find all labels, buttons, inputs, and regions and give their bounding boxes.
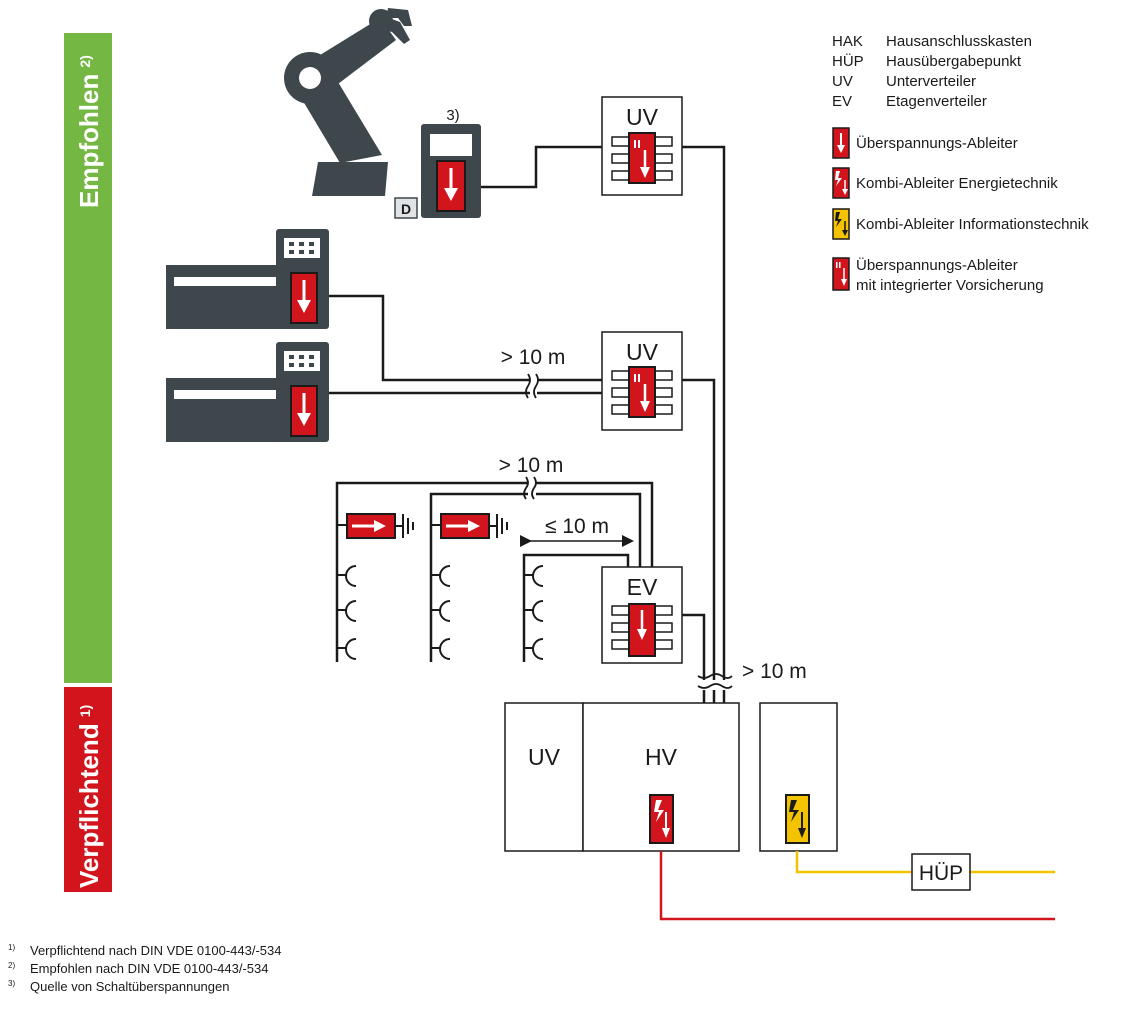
huep-label: HÜP: [919, 862, 963, 885]
distance-label-4: > 10 m: [742, 660, 807, 683]
legend-abbr: EV: [832, 93, 852, 110]
footnote-3: 3)Quelle von Schaltüberspannungen: [8, 979, 230, 994]
combined-arrester-it-icon: [832, 208, 850, 240]
ev-label: EV: [627, 574, 658, 600]
mandatory-label: Verpflichtend1): [74, 705, 104, 888]
break-marks: [523, 373, 733, 689]
combined-arrester-it: [785, 794, 810, 844]
combined-arrester-energy-icon: [832, 167, 850, 199]
huep-box: [911, 853, 971, 891]
distance-label-3: ≤ 10 m: [545, 515, 609, 538]
uv-mid-label: UV: [626, 339, 659, 365]
mandatory-bar: [64, 687, 112, 892]
legend-abbr-text: Etagenverteiler: [886, 93, 987, 110]
switching-source-device: [421, 124, 481, 218]
recommended-label: Empfohlen2): [74, 55, 104, 208]
legend-symbol-text: Überspannungs-Ableiter: [856, 256, 1018, 274]
robot-icon: [284, 8, 412, 196]
power-line: [659, 851, 1055, 921]
uv-bottom-label: UV: [528, 744, 561, 770]
wiring: [329, 145, 726, 703]
it-line-1: [795, 851, 912, 874]
legend-symbol-text: Kombi-Ableiter Energietechnik: [856, 175, 1058, 192]
uv-top-box: [601, 96, 683, 196]
footnote-1: 1)Verpflichtend nach DIN VDE 0100-443/-5…: [8, 943, 282, 958]
uv-top-label: UV: [626, 104, 659, 130]
surge-arrester-fused-icon: [832, 257, 850, 291]
legend-abbr-text: Unterverteiler: [886, 73, 976, 90]
device-d-label: D: [401, 201, 411, 217]
legend: HAK Hausanschlusskasten HÜP Hausübergabe…: [832, 33, 1089, 294]
socket-groups: [337, 565, 544, 660]
legend-abbr: UV: [832, 73, 853, 90]
legend-symbol-text: Überspannungs-Ableiter: [856, 134, 1018, 152]
legend-abbr-text: Hausanschlusskasten: [886, 33, 1032, 50]
ev-box: [601, 566, 683, 664]
uv-mid-box: [601, 331, 683, 431]
socket-arrester-1: [337, 513, 414, 539]
legend-abbr-text: Hausübergabepunkt: [886, 53, 1022, 70]
hv-label: HV: [645, 744, 678, 770]
uv-bottom-box: [504, 702, 584, 852]
footnote-2: 2)Empfohlen nach DIN VDE 0100-443/-534: [8, 961, 269, 976]
note-3-label: 3): [446, 107, 459, 124]
legend-symbol-text: Kombi-Ableiter Informationstechnik: [856, 216, 1089, 233]
distance-label-2: > 10 m: [499, 454, 564, 477]
machine-top: [166, 229, 329, 329]
device-d-box: [394, 197, 418, 219]
distance-label-1: > 10 m: [501, 346, 566, 369]
legend-abbr: HAK: [832, 33, 863, 50]
socket-arrester-2: [431, 513, 508, 539]
legend-abbr: HÜP: [832, 52, 864, 70]
legend-symbol-text: mit integrierter Vorsicherung: [856, 277, 1044, 294]
surge-arrester-icon: [832, 127, 850, 159]
recommended-bar: [64, 33, 112, 683]
machine-bottom: [166, 342, 329, 442]
combined-arrester-energy: [649, 794, 674, 844]
